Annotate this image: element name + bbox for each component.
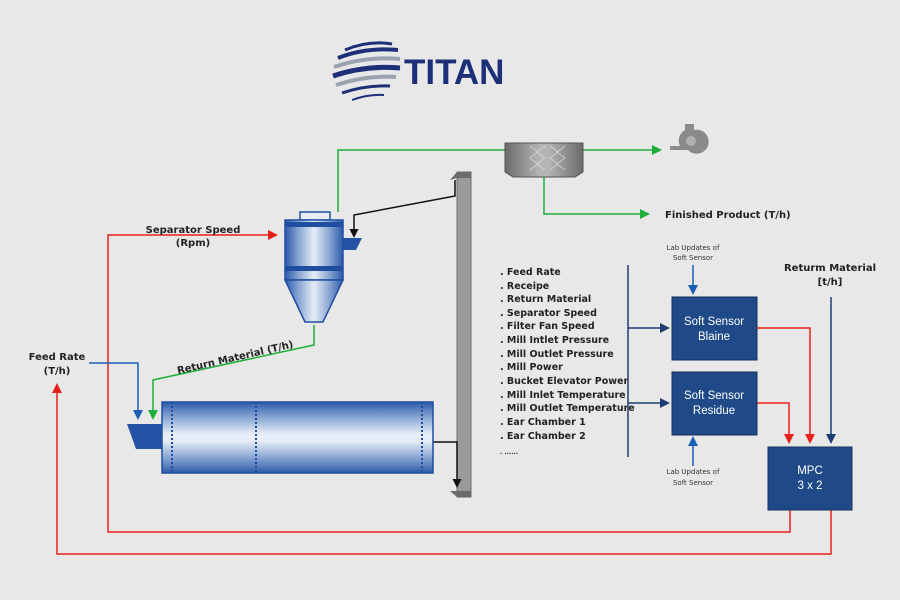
list-item: . Mill Outlet Pressure — [500, 349, 614, 360]
finished-product-label: Finished Product (T/h) — [665, 210, 791, 221]
soft-sensor-residue-block: Soft Sensor Residue — [671, 371, 758, 436]
separator-speed-label: Separator Speed — [146, 225, 241, 236]
separator — [283, 211, 362, 323]
feed-rate-line — [89, 362, 143, 420]
titan-logo: TITAN — [332, 41, 504, 101]
bucket-elevator — [450, 171, 472, 498]
mpc-subtitle: 3 x 2 — [798, 480, 823, 492]
ball-mill — [127, 401, 434, 474]
list-item: . Mill Power — [500, 362, 563, 373]
separator-speed-unit: (Rpm) — [176, 238, 210, 249]
list-item: . Ear Chamber 2 — [500, 431, 586, 442]
elevator-to-separator-line — [349, 180, 456, 238]
blaine-title: Soft Sensor — [684, 316, 744, 328]
mpc-block: MPC 3 x 2 — [767, 446, 853, 511]
separator-to-filter-line — [337, 149, 505, 212]
blaine-subtitle: Blaine — [698, 331, 730, 343]
brand-name: TITAN — [404, 53, 504, 92]
blaine-to-mpc-line — [757, 327, 815, 444]
residue-subtitle: Residue — [693, 405, 735, 417]
bag-filter — [504, 142, 584, 178]
list-item: . ...... — [500, 449, 518, 456]
fan-icon — [670, 124, 709, 154]
list-item: . Separator Speed — [500, 308, 597, 319]
lab-updates-top-line1: Lab Updates of — [667, 244, 720, 252]
return-material-line — [148, 325, 315, 420]
feed-rate-label: Feed Rate — [29, 352, 86, 363]
globe-icon — [332, 41, 401, 101]
soft-sensor-blaine-block: Soft Sensor Blaine — [671, 296, 758, 361]
list-item: . Mill Outlet Temperature — [500, 403, 635, 414]
inputs-list: . Feed Rate . Receipe . Return Material … — [500, 267, 635, 456]
list-item: . Bucket Elevator Power — [500, 376, 628, 387]
return-material-right-label: Returm Material — [784, 263, 876, 274]
residue-to-mpc-line — [757, 402, 794, 444]
list-item: . Filter Fan Speed — [500, 321, 595, 332]
list-item: . Return Material — [500, 294, 591, 305]
lab-updates-top-line2: Soft Sensor — [673, 254, 713, 262]
list-item: . Feed Rate — [500, 267, 561, 278]
mill-to-elevator-line — [433, 441, 462, 488]
feed-rate-unit: (T/h) — [44, 366, 71, 377]
mpc-title: MPC — [797, 465, 823, 477]
list-item: . Receipe — [500, 281, 549, 292]
residue-title: Soft Sensor — [684, 390, 744, 402]
mpc-to-separator-line — [107, 230, 791, 533]
list-item: . Ear Chamber 1 — [500, 417, 586, 428]
list-item: . Mill Intlet Pressure — [500, 335, 609, 346]
finished-product-line — [543, 177, 650, 219]
return-material-label: Return Material (T/h) — [176, 339, 294, 376]
return-material-right-unit: [t/h] — [818, 277, 843, 288]
lab-updates-bottom-line1: Lab Updates of — [667, 468, 720, 476]
lab-updates-bottom-line2: Soft Sensor — [673, 479, 713, 487]
mpc-to-feed-line — [52, 383, 832, 555]
list-item: . Mill Inlet Temperature — [500, 390, 626, 401]
